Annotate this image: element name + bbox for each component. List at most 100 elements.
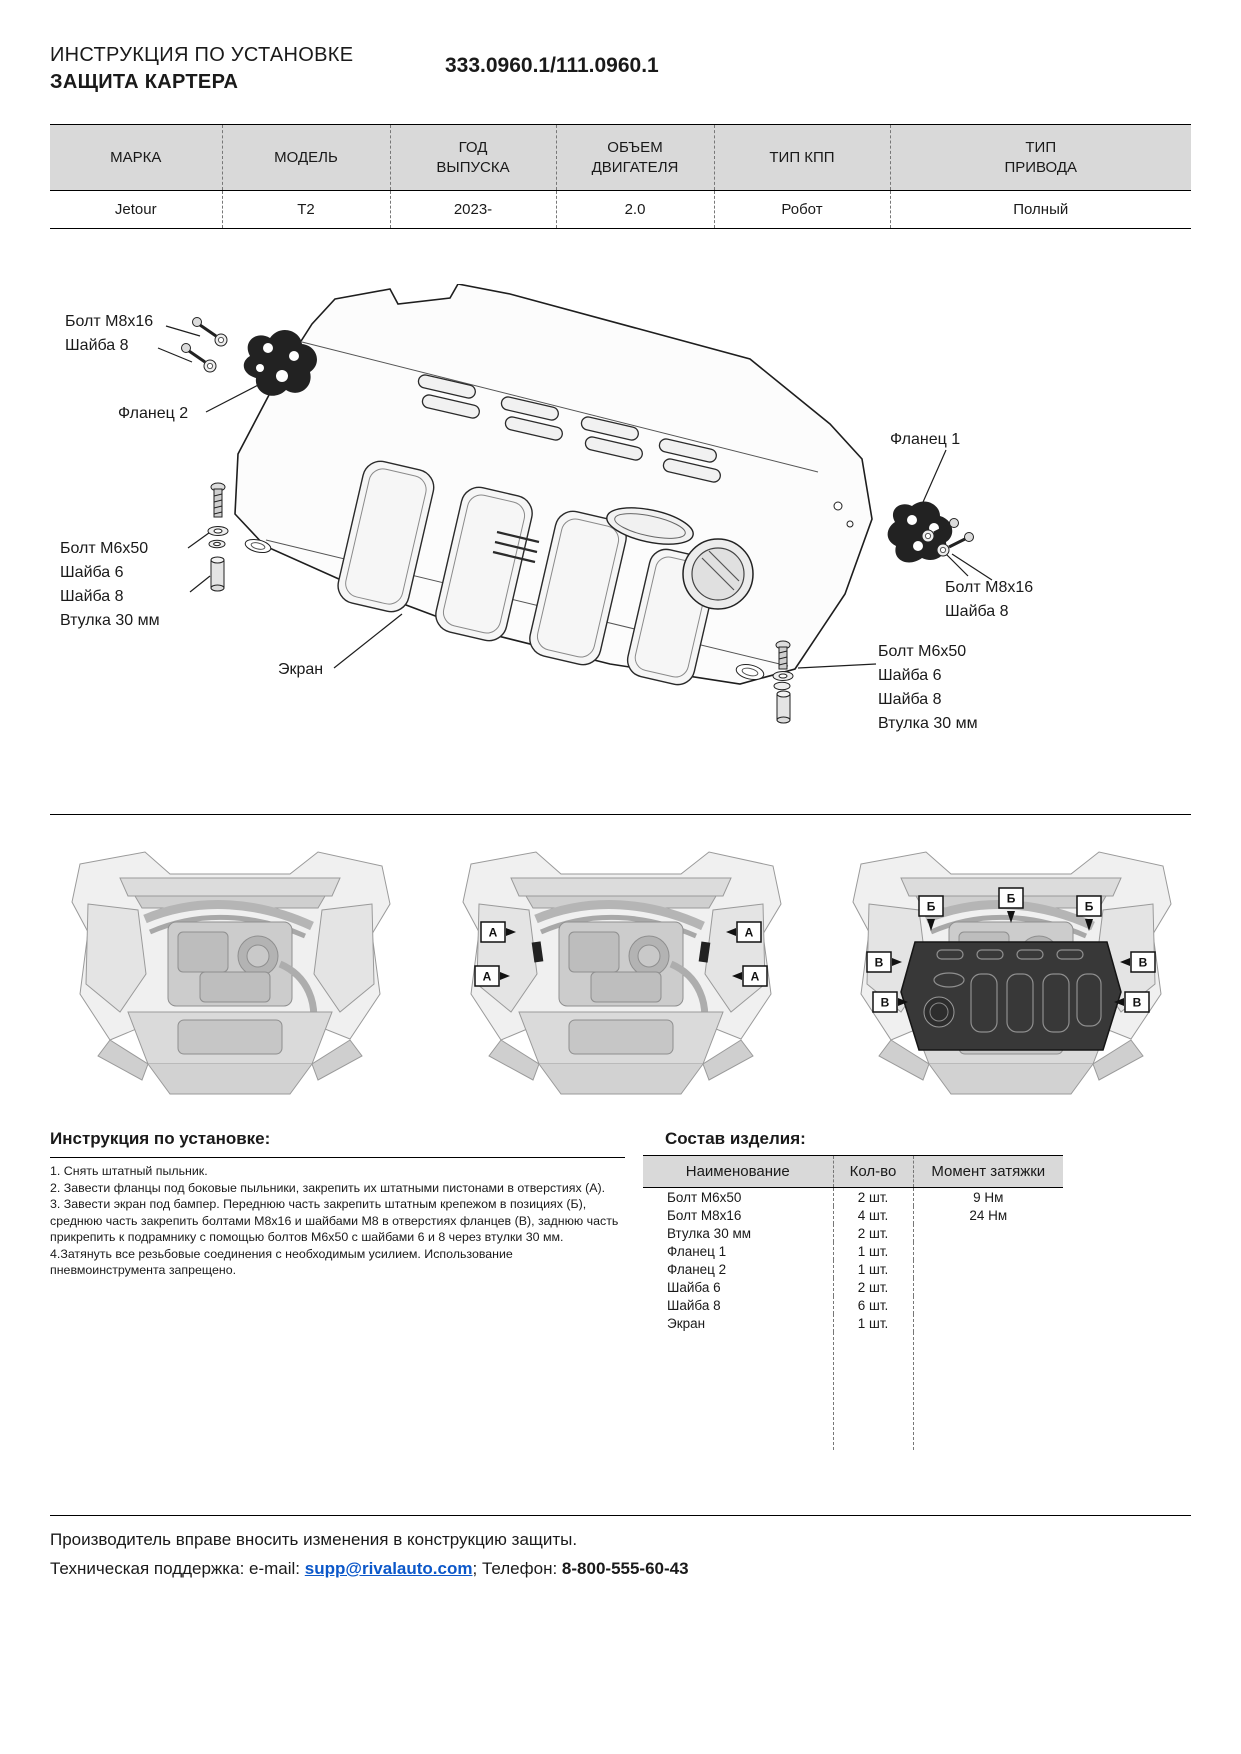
- part-qty: 1 шт.: [832, 1260, 913, 1278]
- callout-flange-2: Фланец 2: [118, 405, 189, 422]
- marker-b: Б Б Б: [918, 887, 1102, 931]
- part-name: Втулка 30 мм: [667, 1225, 752, 1241]
- installed-plate-image: Б Б Б В: [831, 843, 1191, 1115]
- callout-flange-1: Фланец 1: [890, 431, 961, 448]
- vehicle-spec-table: МАРКА МОДЕЛЬ ГОД ВЫПУСКА ОБЪЕМ ДВИГАТЕЛЯ…: [50, 124, 1191, 229]
- marker-a-label: А: [482, 970, 491, 984]
- callout-bolt-m8x16-right: Болт М8х16 Шайба 8: [945, 579, 1034, 620]
- parts-row: Болт М8х16 4 шт. 24 Нм: [643, 1206, 1063, 1224]
- parts-row: Экран 1 шт.: [643, 1314, 1063, 1332]
- spec-header-gearbox-type: ТИП КПП: [713, 124, 890, 191]
- instructions-section: Инструкция по установке: 1. Снять штатны…: [50, 1129, 625, 1279]
- spec-value-model: T2: [221, 190, 390, 229]
- skid-plate-drawing: [157, 284, 993, 724]
- part-torque: 9 Нм: [912, 1187, 1063, 1206]
- instruction-steps: 1. Снять штатный пыльник. 2. Завести фла…: [50, 1158, 625, 1279]
- part-name: Фланец 1: [667, 1243, 727, 1259]
- instructions-heading: Инструкция по установке:: [50, 1129, 625, 1158]
- parts-header-torque: Момент затяжки: [912, 1155, 1063, 1188]
- marker-a: А А А А: [473, 921, 768, 987]
- mount-holes: [244, 501, 854, 681]
- spec-header-brand: МАРКА: [50, 124, 222, 191]
- marker-v-label: В: [1139, 956, 1148, 970]
- marker-b-label: Б: [927, 900, 936, 914]
- spec-header-year: ГОД ВЫПУСКА: [389, 124, 556, 191]
- marker-v: В В В В: [866, 951, 1156, 1013]
- installed-skid-plate: [900, 941, 1122, 1051]
- parts-row: Шайба 8 6 шт.: [643, 1296, 1063, 1314]
- bottom-section: Инструкция по установке: 1. Снять штатны…: [50, 1129, 1191, 1450]
- footer-divider: [50, 1515, 1191, 1516]
- marker-a-label: А: [750, 970, 759, 984]
- part-torque: [912, 1242, 1063, 1260]
- callout-bolt-m6x50-right: Болт М6х50 Шайба 6 Шайба 8 Втулка 30 мм: [878, 643, 978, 732]
- part-torque: [912, 1278, 1063, 1296]
- bolt-m8x16-fasteners-right: [921, 518, 974, 557]
- doc-title-line1: ИНСТРУКЦИЯ ПО УСТАНОВКЕ: [50, 44, 354, 66]
- callout-bolt-m8x16-left: Болт М8х16 Шайба 8: [65, 313, 154, 354]
- spec-value-brand: Jetour: [50, 190, 222, 229]
- parts-row: Шайба 6 2 шт.: [643, 1278, 1063, 1296]
- part-name: Шайба 6: [667, 1279, 721, 1295]
- spec-value-engine-volume: 2.0: [555, 190, 714, 229]
- part-torque: [912, 1260, 1063, 1278]
- part-qty: 1 шт.: [832, 1242, 913, 1260]
- installation-step-images: А А А А: [50, 843, 1191, 1115]
- support-line: Техническая поддержка: e-mail: supp@riva…: [50, 1559, 1191, 1579]
- marker-v-label: В: [881, 996, 890, 1010]
- marker-a-label: А: [744, 926, 753, 940]
- parts-row: Фланец 1 1 шт.: [643, 1242, 1063, 1260]
- section-divider: [50, 814, 1191, 815]
- spec-row: Jetour T2 2023- 2.0 Робот Полный: [50, 190, 1191, 229]
- spec-value-drive-type: Полный: [889, 190, 1191, 229]
- marker-a-label: А: [488, 926, 497, 940]
- callout-screen: Экран: [278, 661, 324, 678]
- part-torque: 24 Нм: [912, 1206, 1063, 1224]
- bolt-m6x50-stack-right: [772, 640, 794, 724]
- spec-value-year: 2023-: [389, 190, 556, 229]
- exploded-view-diagram: Болт М8х16 Шайба 8 Фланец 2 Болт М6х50 Ш…: [50, 284, 1191, 784]
- small-vent-lines: [492, 530, 540, 564]
- part-qty: 1 шт.: [832, 1314, 913, 1332]
- footer-section: Производитель вправе вносить изменения в…: [50, 1515, 1191, 1579]
- part-name: Болт М6х50: [667, 1189, 742, 1205]
- part-qty: 2 шт.: [832, 1224, 913, 1242]
- spec-header-model: МОДЕЛЬ: [221, 124, 390, 191]
- flange-2-bracket: [243, 330, 317, 396]
- parts-header-name: Наименование: [643, 1155, 833, 1188]
- oval-opening: [606, 507, 694, 545]
- leader-lines: [157, 325, 993, 669]
- support-prefix: Техническая поддержка: e-mail:: [50, 1559, 305, 1578]
- doc-title-block: ИНСТРУКЦИЯ ПО УСТАНОВКЕ ЗАЩИТА КАРТЕРА: [50, 44, 400, 94]
- spec-header-engine-volume: ОБЪЕМ ДВИГАТЕЛЯ: [555, 124, 714, 191]
- doc-header: ИНСТРУКЦИЯ ПО УСТАНОВКЕ ЗАЩИТА КАРТЕРА 3…: [50, 44, 1191, 94]
- marker-b-label: Б: [1007, 892, 1016, 906]
- parts-row: Фланец 2 1 шт.: [643, 1260, 1063, 1278]
- parts-table-filler: [643, 1332, 1063, 1450]
- part-torque: [912, 1314, 1063, 1332]
- callout-bolt-m6x50-left: Болт М6х50 Шайба 6 Шайба 8 Втулка 30 мм: [60, 540, 160, 629]
- vent-slots: [417, 374, 721, 483]
- support-separator: ;: [472, 1559, 482, 1578]
- part-torque: [912, 1296, 1063, 1314]
- marker-v-label: В: [875, 956, 884, 970]
- part-qty: 2 шт.: [832, 1278, 913, 1296]
- composition-heading: Состав изделия:: [665, 1129, 806, 1148]
- bolt-m6x50-stack-left: [207, 482, 229, 592]
- part-qty: 4 шт.: [832, 1206, 913, 1224]
- support-phone: 8-800-555-60-43: [561, 1559, 689, 1578]
- part-qty: 6 шт.: [832, 1296, 913, 1314]
- instruction-step: 2. Завести фланцы под боковые пыльники, …: [50, 1180, 606, 1195]
- spec-header-drive-type: ТИП ПРИВОДА: [889, 124, 1191, 191]
- support-email-link[interactable]: supp@rivalauto.com: [304, 1559, 473, 1578]
- parts-row: Болт М6х50 2 шт. 9 Нм: [643, 1187, 1063, 1206]
- part-name: Фланец 2: [667, 1261, 727, 1277]
- doc-title-line2: ЗАЩИТА КАРТЕРА: [50, 71, 239, 93]
- instruction-step: 1. Снять штатный пыльник.: [50, 1164, 208, 1178]
- part-name: Шайба 8: [667, 1297, 721, 1313]
- marker-v-label: В: [1133, 996, 1142, 1010]
- part-torque: [912, 1224, 1063, 1242]
- instruction-step: 4.Затянуть все резьбовые соединения с не…: [50, 1246, 513, 1278]
- spec-value-gearbox-type: Робот: [713, 190, 890, 229]
